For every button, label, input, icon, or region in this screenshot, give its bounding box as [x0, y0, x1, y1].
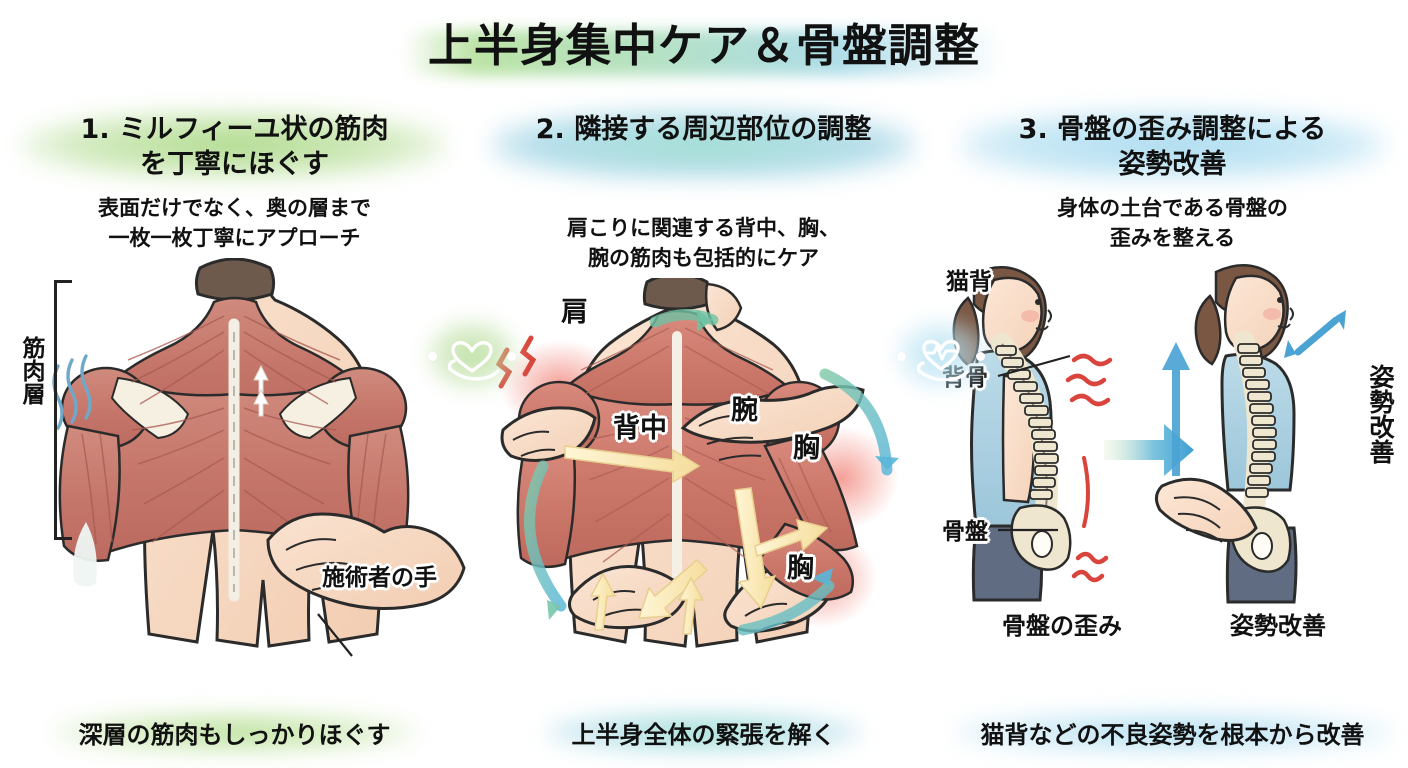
panel-2-subtitle-line2: 腕の筋肉も包括的にケア — [588, 245, 819, 270]
panel-2-footer-text: 上半身全体の緊張を解く — [571, 721, 836, 749]
panel-2-heading-highlight — [491, 110, 916, 180]
panel-3-heading: 3. 骨盤の歪み調整による 姿勢改善 — [938, 104, 1407, 190]
panel-1-heading-line2: を丁寧にほぐす — [140, 149, 329, 181]
label-practitioner-hand: 施術者の手 — [322, 564, 437, 591]
heart-in-hand-icon — [447, 341, 500, 381]
figure-caption-pelvic-distortion: 骨盤の歪み — [1002, 611, 1122, 640]
panel-2-subtitle: 肩こりに関連する背中、胸、 腕の筋肉も包括的にケア — [469, 214, 938, 274]
panel-2: 2. 隣接する周辺部位の調整 肩こりに関連する背中、胸、 腕の筋肉も包括的にケア — [469, 104, 938, 768]
panel-1-footer: 深層の筋肉もしっかりほぐす — [0, 709, 469, 756]
label-chest-lower: 胸 — [787, 552, 814, 584]
panel-1-illustration: 筋肉層 施術者の手 — [0, 257, 469, 678]
panel-3-subtitle: 身体の土台である骨盤の 歪みを整える — [938, 194, 1407, 254]
panel-3-heading-line1: 3. 骨盤の歪み調整による — [1018, 114, 1327, 145]
panel-1-footer-highlight — [52, 711, 417, 754]
label-back: 背中 — [613, 412, 667, 444]
panel-3-subtitle-line2: 歪みを整える — [1109, 225, 1236, 250]
panel-2-footer: 上半身全体の緊張を解く — [469, 709, 938, 756]
divider-1-dot-right — [507, 352, 516, 361]
label-shoulder: 肩 — [561, 296, 588, 328]
panel-3: 3. 骨盤の歪み調整による 姿勢改善 身体の土台である骨盤の 歪みを整える — [938, 104, 1407, 768]
back-muscles-illustration — [0, 257, 469, 678]
label-posture-improvement-vertical: 姿勢改善 — [1366, 363, 1395, 464]
heartbeat-in-hand-icon — [916, 339, 969, 381]
muscle-layer-bracket — [54, 279, 72, 540]
panel-2-heading-line1: 2. 隣接する周辺部位の調整 — [535, 114, 872, 145]
upper-body-massage-illustration — [469, 277, 938, 698]
panel-1-subtitle-line2: 一枚一枚丁寧にアプローチ — [108, 225, 361, 250]
page-title: 上半身集中ケア＆骨盤調整 — [401, 14, 1006, 82]
panel-3-subtitle-line1: 身体の土台である骨盤の — [1057, 196, 1288, 220]
panel-3-illustration: 猫背 背骨 骨盤 姿勢改善 骨盤の歪み 姿勢改善 — [938, 258, 1407, 678]
panel-2-footer-highlight — [545, 711, 862, 754]
label-pelvis: 骨盤 — [942, 518, 988, 545]
panel-3-heading-line2: 姿勢改善 — [1118, 149, 1227, 181]
panel-3-heading-highlight — [960, 110, 1385, 180]
panel-1-heading-line1: 1. ミルフィーユ状の筋肉 — [80, 114, 389, 145]
panel-1-subtitle: 表面だけでなく、奥の層まで 一枚一枚丁寧にアプローチ — [0, 194, 469, 254]
panel-1-heading: 1. ミルフィーユ状の筋肉 を丁寧にほぐす — [0, 104, 469, 190]
label-chest-upper: 胸 — [793, 432, 820, 464]
divider-2-dot-right — [976, 352, 985, 361]
panel-columns: 1. ミルフィーユ状の筋肉 を丁寧にほぐす 表面だけでなく、奥の層まで 一枚一枚… — [0, 104, 1408, 768]
figure-caption-posture-improvement: 姿勢改善 — [1230, 611, 1326, 640]
posture-correction-illustration — [938, 258, 1407, 678]
panel-1: 1. ミルフィーユ状の筋肉 を丁寧にほぐす 表面だけでなく、奥の層まで 一枚一枚… — [0, 104, 469, 768]
page-title-wrap: 上半身集中ケア＆骨盤調整 — [0, 14, 1408, 82]
label-muscle-layer: 筋肉層 — [18, 335, 44, 405]
divider-2-dot-left — [897, 352, 906, 361]
panel-2-subtitle-line1: 肩こりに関連する背中、胸、 — [567, 216, 840, 240]
divider-badge-2 — [893, 318, 989, 392]
panel-1-subtitle-line1: 表面だけでなく、奥の層まで — [98, 196, 371, 220]
label-arm: 腕 — [731, 394, 758, 426]
divider-badge-1 — [424, 318, 520, 392]
panel-3-footer: 猫背などの不良姿勢を根本から改善 — [938, 709, 1407, 756]
panel-1-footer-text: 深層の筋肉もしっかりほぐす — [78, 721, 391, 749]
panel-3-footer-highlight — [954, 711, 1391, 754]
panel-2-illustration: 肩 背中 腕 胸 胸 — [469, 277, 938, 698]
label-hunchback: 猫背 — [946, 268, 992, 295]
divider-1-dot-left — [428, 352, 437, 361]
title-highlight — [401, 30, 1006, 76]
panel-3-footer-text: 猫背などの不良姿勢を根本から改善 — [980, 721, 1365, 749]
page-title-text: 上半身集中ケア＆骨盤調整 — [427, 19, 980, 72]
panel-1-heading-highlight — [22, 110, 447, 180]
panel-2-heading: 2. 隣接する周辺部位の調整 — [469, 104, 938, 190]
